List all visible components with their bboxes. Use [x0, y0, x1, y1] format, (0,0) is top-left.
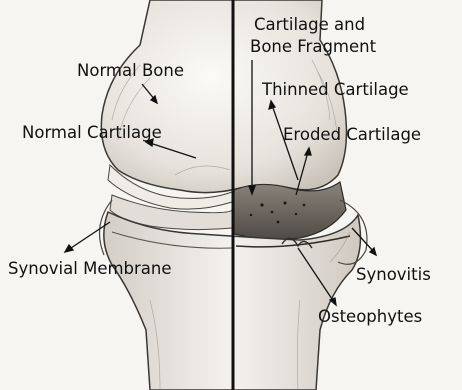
label-osteophytes: Osteophytes [318, 307, 422, 326]
label-synovitis: Synovitis [356, 265, 431, 284]
label-synovial-membrane: Synovial Membrane [8, 259, 172, 278]
label-fragment-line1: Cartilage and [254, 15, 365, 34]
label-eroded-cartilage: Eroded Cartilage [283, 125, 421, 144]
label-normal-bone: Normal Bone [77, 61, 184, 80]
label-fragment-line2: Bone Fragment [250, 37, 377, 56]
label-thinned-cartilage: Thinned Cartilage [261, 80, 409, 99]
label-normal-cartilage: Normal Cartilage [22, 123, 162, 142]
